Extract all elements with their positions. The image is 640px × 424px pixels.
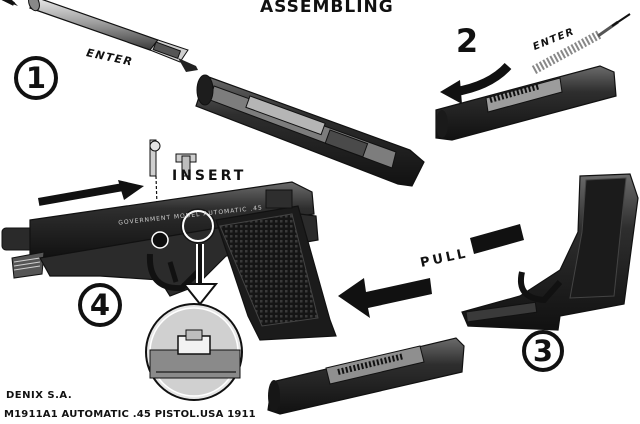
step1-slide [195, 74, 425, 187]
pull-arrow [338, 224, 524, 318]
step2-slide [435, 65, 617, 141]
insert-arrow [37, 180, 144, 206]
step-number-3: 3 [522, 330, 564, 372]
step3-frame [461, 173, 639, 331]
step-number-4-text: 4 [89, 287, 111, 322]
step-number-2: 2 [448, 22, 486, 60]
step2-arrow [440, 62, 512, 104]
step1-arrow [1, 0, 15, 6]
detail-inset [145, 303, 243, 401]
step-number-2-text: 2 [455, 22, 479, 60]
step-number-1-text: 1 [25, 60, 47, 95]
footer-model: M1911A1 AUTOMATIC .45 PISTOL.USA 1911 [4, 409, 256, 420]
pistol-full [1, 181, 337, 341]
step2-spring [531, 13, 631, 74]
zoom-arrow [181, 244, 219, 306]
diagram-title: ASSEMBLING [260, 0, 394, 17]
step1-barrel [2, 0, 198, 72]
insert-label: INSERT [172, 168, 247, 184]
step-number-4: 4 [78, 283, 122, 327]
footer-brand: DENIX S.A. [6, 390, 73, 401]
step-number-3-text: 3 [532, 333, 554, 368]
step-number-1: 1 [14, 56, 58, 100]
step3-slide [267, 337, 465, 415]
